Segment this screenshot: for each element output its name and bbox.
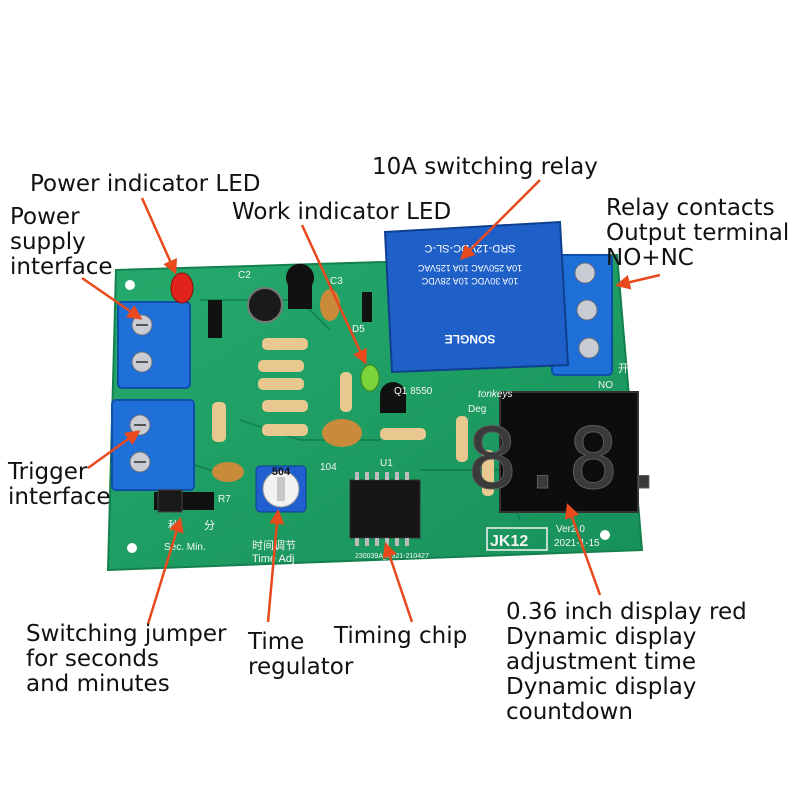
time-potentiometer: 504	[255, 465, 307, 513]
silk-d5: D5	[352, 324, 365, 335]
silk-104: 104	[320, 462, 337, 473]
silk-c3: C3	[330, 276, 343, 287]
silk-q1: Q1 8550	[394, 386, 433, 397]
arrow-relay	[459, 179, 541, 261]
ceramic-capacitor	[322, 419, 362, 447]
silk-sec-min: Sec. Min.	[164, 542, 206, 553]
diode-d5	[362, 292, 372, 322]
diode-1	[208, 300, 222, 338]
callout-trigger: Trigger interface	[8, 459, 111, 510]
ceramic-capacitor-2	[212, 462, 244, 482]
silk-nc-cn: 开	[618, 363, 629, 375]
arrow-work-led	[300, 224, 367, 365]
display-digits: 8.8.	[467, 410, 669, 508]
ceramic-capacitor-c3	[320, 289, 340, 321]
board-date: 2021-1-15	[554, 538, 600, 549]
callout-timing-chip: Timing chip	[334, 623, 468, 649]
silk-u1: U1	[380, 458, 393, 469]
silk-r7: R7	[218, 494, 231, 505]
transistor-u2	[286, 263, 315, 309]
arrow-relay-contacts	[615, 273, 661, 290]
power-led	[170, 272, 194, 304]
pot-label: 504	[272, 466, 291, 478]
relay-brand: SONGLE	[445, 332, 496, 346]
timing-chip	[349, 472, 421, 546]
transistor-q1	[380, 382, 406, 413]
work-led	[360, 364, 380, 392]
callout-work-led: Work indicator LED	[232, 199, 452, 225]
trigger-terminal	[111, 399, 195, 491]
silk-c2: C2	[238, 270, 251, 281]
relay-rating-1: 10A 250VAC 10A 125VAC	[417, 263, 522, 273]
callout-jumper: Switching jumper for seconds and minutes	[26, 621, 227, 697]
pcb-code: 230039A_P321-210427	[355, 553, 429, 560]
arrow-jumper	[146, 517, 184, 625]
silk-no: NO	[598, 380, 613, 391]
relay-model: SRD-12VDC-SL-C	[424, 242, 515, 254]
arrow-power-led	[140, 197, 177, 275]
silk-tonkeys: tonkeys	[478, 389, 512, 400]
power-terminal	[117, 301, 191, 389]
callout-display: 0.36 inch display red Dynamic display ad…	[506, 599, 747, 725]
arrow-trigger	[87, 430, 141, 470]
callout-power-supply: Power supply interface	[10, 204, 113, 280]
arrow-display	[565, 503, 602, 596]
sec-min-jumper	[154, 489, 214, 513]
callout-relay-contacts: Relay contacts Output terminal NO+NC	[606, 195, 790, 271]
silk-deg: Deg	[468, 404, 486, 415]
silk-min-cn: 分	[204, 519, 215, 532]
board-model: JK12	[490, 533, 528, 550]
arrow-timing-chip	[382, 542, 414, 623]
callout-power-led: Power indicator LED	[30, 171, 261, 197]
board-version: Ver2.0	[556, 524, 585, 535]
arrow-time-regulator	[266, 509, 285, 623]
resistor-bank	[212, 338, 494, 496]
arrow-power-supply	[81, 276, 143, 320]
seven-segment-display: 8.8.	[466, 391, 670, 513]
callout-relay: 10A switching relay	[372, 154, 598, 180]
callout-time-regulator: Time regulator	[248, 629, 354, 680]
relay-rating-2: 10A 30VDC 10A 28VDC	[421, 276, 518, 286]
callout-arrows	[81, 179, 661, 625]
relay: SRD-12VDC-SL-C 10A 250VAC 10A 125VAC 10A…	[383, 220, 570, 374]
capacitor-c2	[247, 287, 283, 323]
